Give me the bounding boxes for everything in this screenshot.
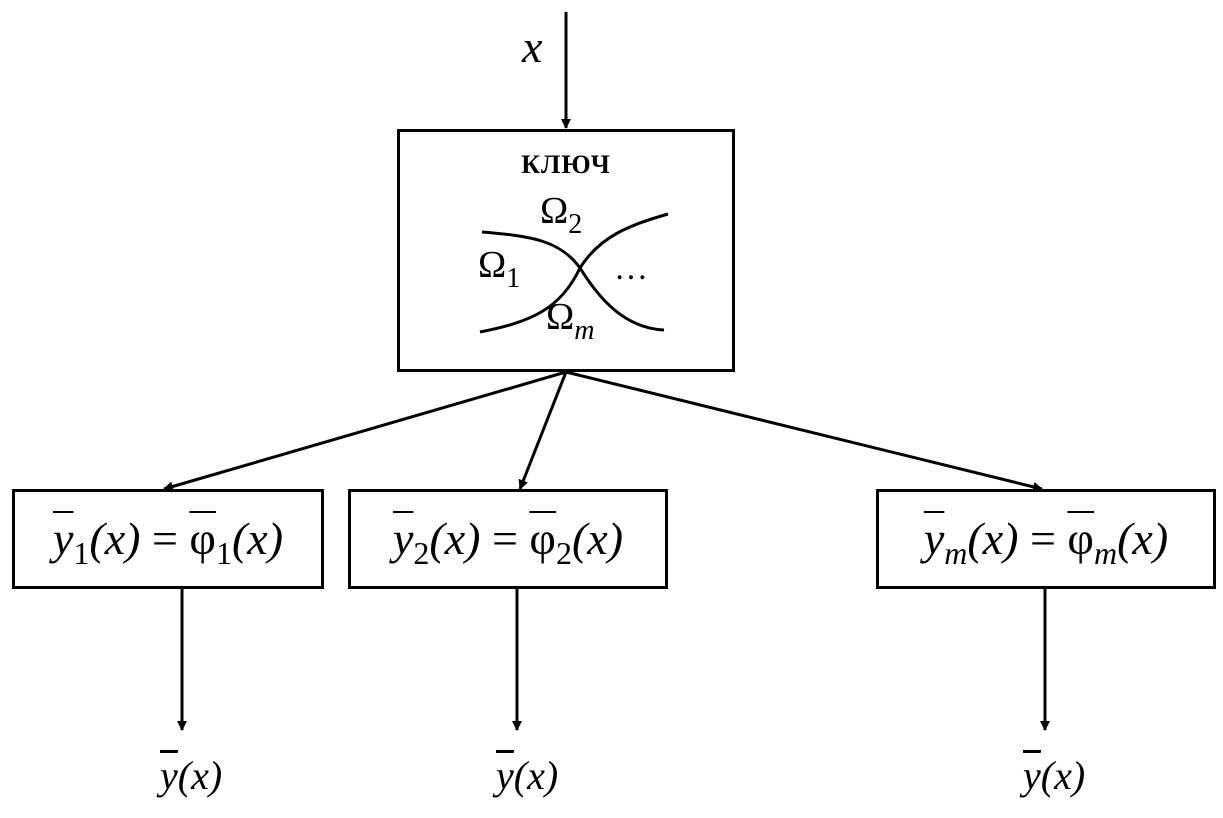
region-omega-2: Ω2 [540, 190, 583, 240]
output-label-2: y(x) [496, 750, 558, 798]
formula-m: ym(x) = φm(x) [923, 513, 1169, 571]
key-title: КЛЮЧ [521, 150, 611, 179]
function-block-2: y2(x) = φ2(x) [348, 489, 668, 589]
output-label-m: y(x) [1023, 750, 1085, 798]
region-ellipsis: … [614, 250, 648, 287]
region-boundary-curve-falling [481, 230, 665, 332]
key-block: КЛЮЧ [397, 129, 735, 372]
function-block-m: ym(x) = φm(x) [876, 489, 1216, 589]
output-label-1: y(x) [160, 750, 222, 798]
input-label: x [522, 21, 543, 72]
branch-arrow-2 [518, 371, 568, 490]
branch-arrow-m [565, 370, 1043, 492]
function-block-1: y1(x) = φ1(x) [12, 489, 324, 589]
branch-arrow-1 [163, 370, 567, 492]
formula-1: y1(x) = φ1(x) [52, 513, 284, 571]
region-omega-1: Ω1 [478, 244, 521, 294]
formula-2: y2(x) = φ2(x) [392, 513, 624, 571]
region-omega-m: Ωm [546, 296, 595, 346]
